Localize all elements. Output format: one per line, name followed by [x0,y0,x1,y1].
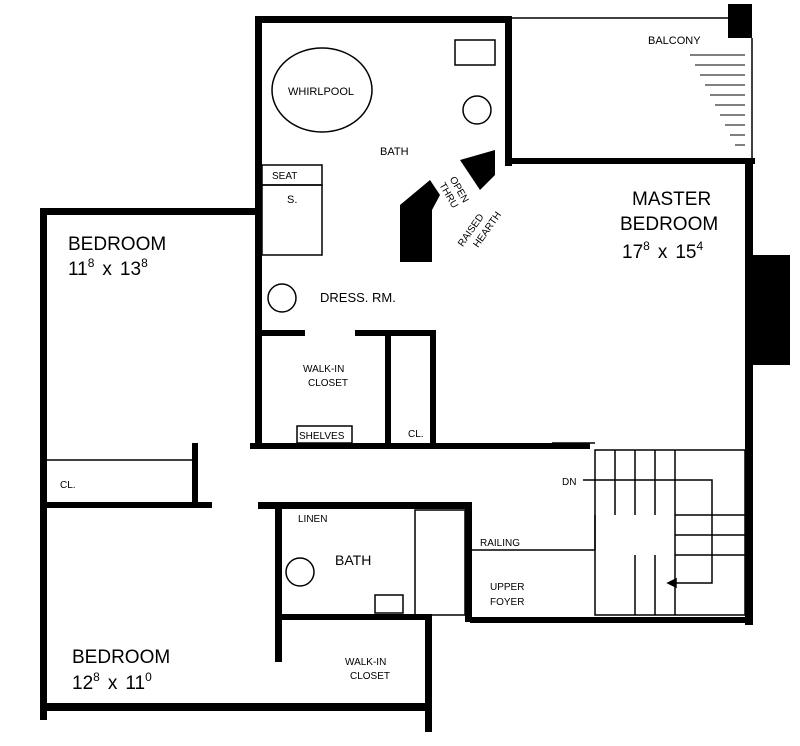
walk-in-closet-1-label-2: CLOSET [308,378,348,389]
railing-label: RAILING [480,538,520,549]
walk-in-closet-2-label: WALK-IN [345,657,386,668]
fixtures [261,39,596,616]
bedroom1-label: BEDROOM [68,234,166,255]
closet-a-label: CL. [60,480,76,491]
bedroom2-label: BEDROOM [72,647,170,668]
upper-foyer-label: UPPER [490,582,524,593]
master-bedroom-label-2: BEDROOM [620,214,718,235]
seat-label: SEAT [272,171,297,182]
master-bath-label: BATH [380,146,409,158]
whirlpool-label: WHIRLPOOL [288,86,354,98]
closet-b-label: CL. [408,429,424,440]
whirlpool-tub [271,47,373,133]
balcony-label: BALCONY [648,35,701,47]
upper-foyer-label-2: FOYER [490,597,524,608]
stairs [583,449,746,616]
master-bedroom-label: MASTER [632,189,711,210]
linen-label: LINEN [298,514,327,525]
dressing-room-label: DRESS. RM. [320,290,396,305]
walls [40,4,790,732]
walk-in-closet-1-label: WALK-IN [303,364,344,375]
bath2-label: BATH [335,552,371,568]
shower-label: S. [287,194,297,206]
down-label: DN [562,477,576,488]
shelves-label: SHELVES [299,431,345,442]
balcony-hatch [690,54,745,146]
walk-in-closet-2-label-2: CLOSET [350,671,390,682]
